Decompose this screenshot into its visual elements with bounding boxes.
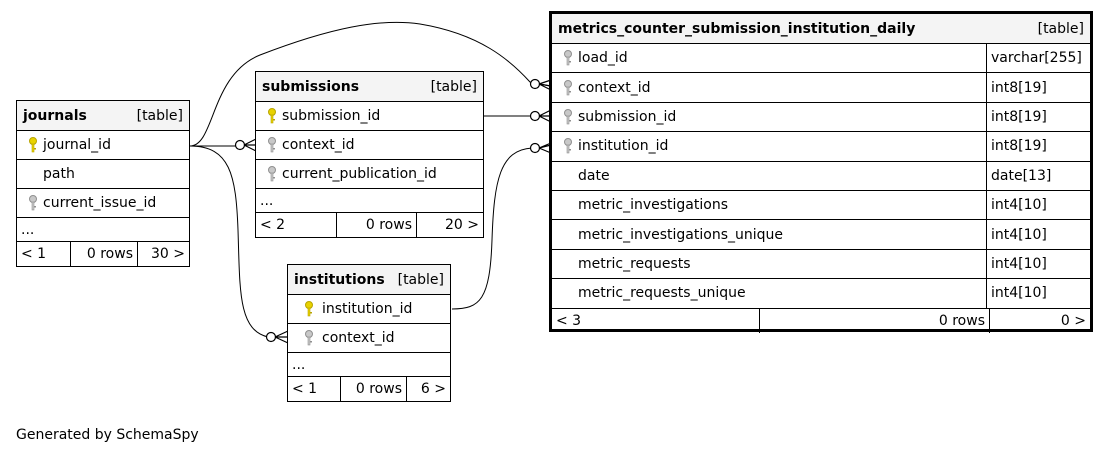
children-link[interactable]: 30 > [137,242,189,266]
column-row[interactable]: context_id int8[19] [552,73,1090,103]
column-type: int4[10] [986,220,1090,249]
column-row[interactable]: metric_requests_unique int4[10] [552,279,1090,309]
column-row[interactable]: journal_id [17,131,189,160]
column-row[interactable]: current_issue_id [17,189,189,218]
more-columns: ... [288,353,450,377]
column-name: metric_investigations_unique [578,226,784,243]
index-key-icon [262,166,282,182]
table-kind: [table] [1037,20,1084,37]
row-count: 0 rows [336,213,416,237]
parents-link[interactable]: < 1 [21,246,47,262]
table-name[interactable]: institutions [294,271,385,288]
institutions-table[interactable]: institutions [table] institution_id cont… [287,264,451,402]
column-name: context_id [578,79,651,96]
column-name: institution_id [578,138,669,155]
row-count: 0 rows [70,242,137,266]
generated-by-credit: Generated by SchemaSpy [16,427,199,443]
row-count: 0 rows [340,377,406,401]
edge-journals-metrics [189,21,551,147]
column-row[interactable]: institution_id [288,295,450,324]
index-key-icon [558,50,578,66]
index-key-icon [558,79,578,96]
parents-link[interactable]: < 2 [260,217,286,233]
primary-key-icon [296,301,322,317]
column-name: current_issue_id [43,195,157,211]
table-kind: [table] [397,271,444,288]
more-columns: ... [256,189,483,213]
submissions-header[interactable]: submissions [table] [256,72,483,102]
journals-table[interactable]: journals [table] journal_id path current… [16,100,190,267]
column-row[interactable]: metric_investigations_unique int4[10] [552,220,1090,250]
parents-link[interactable]: < 1 [292,381,318,397]
column-name: metric_requests [578,255,691,272]
primary-key-icon [262,108,282,124]
children-link[interactable]: 20 > [416,213,483,237]
crowfoot-metrics-context [529,78,552,91]
column-name: institution_id [322,301,413,317]
column-type: int8[19] [986,132,1090,161]
column-type: int4[10] [986,190,1090,220]
column-name: metric_requests_unique [578,285,746,302]
column-name: context_id [322,330,395,346]
column-type: int8[19] [986,102,1090,132]
column-row[interactable]: current_publication_id [256,160,483,189]
column-row[interactable]: context_id [288,324,450,353]
column-row[interactable]: metric_investigations int4[10] [552,190,1090,221]
column-row[interactable]: load_id varchar[255] [552,44,1090,74]
column-name: load_id [578,50,628,67]
index-key-icon [262,137,282,153]
column-row[interactable]: institution_id int8[19] [552,132,1090,162]
column-name: path [43,166,75,182]
column-type: int4[10] [986,249,1090,279]
index-key-icon [558,108,578,125]
index-key-icon [296,330,322,346]
row-count: 0 rows [759,308,989,333]
table-name[interactable]: submissions [262,78,360,95]
table-name[interactable]: metrics_counter_submission_institution_d… [558,20,916,37]
column-type: int8[19] [986,73,1090,102]
column-name: metric_investigations [578,197,728,214]
table-footer: < 3 0 rows 0 > [552,308,1090,333]
index-key-icon [23,195,43,211]
table-kind: [table] [136,107,183,124]
table-footer: < 1 0 rows 6 > [288,377,450,401]
journals-header[interactable]: journals [table] [17,101,189,131]
submissions-table[interactable]: submissions [table] submission_id contex… [255,71,484,238]
parents-link[interactable]: < 3 [556,312,582,329]
crowfoot-metrics-submission [529,109,552,123]
crowfoot-institutions-context [265,330,289,344]
column-name: submission_id [282,108,381,124]
metrics-table[interactable]: metrics_counter_submission_institution_d… [549,11,1093,333]
column-row[interactable]: context_id [256,131,483,160]
column-row[interactable]: metric_requests int4[10] [552,249,1090,280]
column-name: journal_id [43,137,111,153]
column-row[interactable]: date date[13] [552,161,1090,191]
column-row[interactable]: submission_id [256,102,483,131]
column-row[interactable]: path [17,160,189,189]
column-name: submission_id [578,108,677,125]
column-type: varchar[255] [986,44,1090,73]
table-footer: < 2 0 rows 20 > [256,213,483,237]
children-link[interactable]: 6 > [406,377,450,401]
children-link[interactable]: 0 > [989,308,1090,333]
institutions-header[interactable]: institutions [table] [288,265,450,295]
column-name: context_id [282,137,355,153]
metrics-header[interactable]: metrics_counter_submission_institution_d… [552,14,1090,44]
crowfoot-submissions-context [234,138,257,152]
column-name: current_publication_id [282,166,437,182]
table-name[interactable]: journals [23,107,87,124]
index-key-icon [558,138,578,154]
column-name: date [578,167,610,184]
column-type: date[13] [986,161,1090,190]
table-kind: [table] [430,78,477,95]
column-type: int4[10] [986,279,1090,308]
edge-institutions-metrics [451,147,533,310]
primary-key-icon [23,137,43,153]
table-footer: < 1 0 rows 30 > [17,242,189,266]
edge-journals-institutions [189,145,269,338]
crowfoot-metrics-institution [529,142,552,154]
column-row[interactable]: submission_id int8[19] [552,102,1090,133]
more-columns: ... [17,218,189,242]
